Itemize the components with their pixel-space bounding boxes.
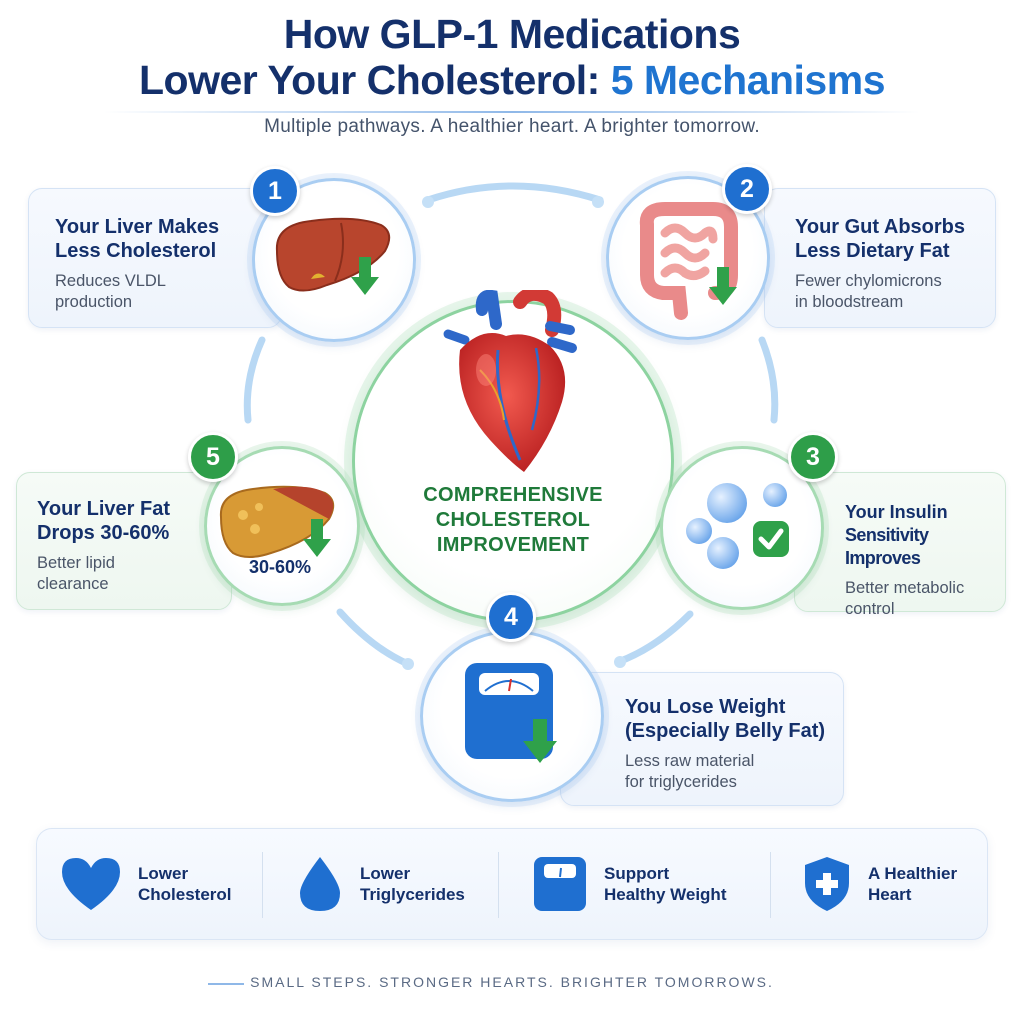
- benefit-1-line2: Cholesterol: [138, 885, 232, 904]
- mechanism-4-desc-line2: for triglycerides: [625, 773, 737, 791]
- page-title-line2: Lower Your Cholesterol: 5 Mechanisms: [0, 56, 1024, 104]
- center-line2: CHOLESTEROL: [435, 509, 591, 531]
- title-main: Lower Your Cholesterol:: [138, 57, 611, 103]
- scale-icon: [465, 663, 557, 763]
- mechanism-3-desc: Better metabolic control: [845, 578, 1005, 620]
- mechanism-5-title-line1: Your Liver Fat: [37, 498, 170, 520]
- mechanism-4-title-line1: You Lose Weight: [625, 696, 786, 718]
- fatty-liver-icon: [219, 485, 335, 558]
- benefit-4-line2: Heart: [868, 885, 912, 904]
- bar-divider: [262, 852, 263, 918]
- ring-connector: [243, 182, 779, 670]
- mechanism-4-desc: Less raw material for triglycerides: [625, 751, 843, 793]
- benefit-3-line1: Support: [604, 864, 670, 883]
- mechanism-2-desc-line2: in bloodstream: [795, 293, 904, 311]
- title-divider: [104, 111, 920, 113]
- footer-tagline: SMALL STEPS. STRONGER HEARTS. BRIGHTER T…: [250, 974, 774, 990]
- center-line3: IMPROVEMENT: [436, 534, 590, 556]
- benefit-2-line2: Triglycerides: [360, 885, 465, 904]
- mechanism-2-title-line1: Your Gut Absorbs: [795, 216, 965, 238]
- heart-illustration-icon: [443, 290, 577, 472]
- mechanism-4-badge: 4: [486, 592, 536, 642]
- title-accent: 5 Mechanisms: [610, 57, 886, 103]
- mechanism-3-desc-line2: control: [845, 600, 895, 618]
- mechanism-3-badge: 3: [788, 432, 838, 482]
- heart-icon: [62, 858, 120, 910]
- center-label: COMPREHENSIVE CHOLESTEROL IMPROVEMENT: [372, 483, 654, 558]
- mechanism-3-title-line1: Your Insulin: [845, 502, 948, 522]
- mechanism-2-badge: 2: [722, 164, 772, 214]
- mechanism-4-title-line2: (Especially Belly Fat): [625, 720, 826, 742]
- intestine-icon: [639, 202, 738, 320]
- center-line1: COMPREHENSIVE: [423, 484, 603, 506]
- mechanism-1-badge: 1: [250, 166, 300, 216]
- footer-line-left: [208, 983, 244, 985]
- page-title-line1: How GLP-1 Medications: [283, 11, 741, 57]
- mechanism-4-circle: [420, 630, 604, 802]
- mechanism-1-title-line2: Less Cholesterol: [55, 240, 217, 262]
- mechanism-2-title-line2: Less Dietary Fat: [795, 240, 950, 262]
- mechanism-4-desc-line1: Less raw material: [625, 752, 755, 770]
- mechanism-2-desc-line1: Fewer chylomicrons: [795, 272, 942, 290]
- page-subtitle: Multiple pathways. A healthier heart. A …: [264, 116, 760, 137]
- benefit-4-line1: A Healthier: [868, 864, 958, 883]
- shield-icon: [805, 857, 849, 911]
- cells-check-icon: [686, 483, 789, 569]
- mechanism-3-title-line2: Sensitivity Improves: [845, 525, 929, 568]
- mechanism-1-desc: Reduces VLDL production: [55, 271, 281, 313]
- liver-icon: [275, 217, 391, 295]
- mechanism-1-desc-line1: Reduces VLDL: [55, 272, 166, 290]
- mechanism-2-desc: Fewer chylomicrons in bloodstream: [795, 271, 995, 313]
- scale-icon: [534, 857, 586, 911]
- mechanism-2-card: Your Gut Absorbs Less Dietary Fat Fewer …: [764, 188, 996, 328]
- mechanism-3-card: Your Insulin Sensitivity Improves Better…: [794, 472, 1006, 618]
- mechanism-5-desc-line2: clearance: [37, 575, 109, 593]
- bar-divider: [770, 852, 771, 918]
- mechanism-5-badge: 5: [188, 432, 238, 482]
- mechanism-1-card: Your Liver Makes Less Cholesterol Reduce…: [28, 188, 282, 328]
- mechanism-5-circle: 30-60%: [204, 446, 360, 606]
- mechanism-5-title-line2: Drops 30-60%: [37, 522, 170, 544]
- mechanism-5-icon-label: 30-60%: [249, 557, 312, 577]
- mechanism-1-title-line1: Your Liver Makes: [55, 216, 220, 238]
- mechanism-1-desc-line2: production: [55, 293, 133, 311]
- mechanism-5-desc: Better lipid clearance: [37, 553, 231, 595]
- benefit-1-line1: Lower: [138, 864, 189, 883]
- mechanism-5-card: Your Liver Fat Drops 30-60% Better lipid…: [16, 472, 232, 610]
- mechanism-5-desc-line1: Better lipid: [37, 554, 115, 572]
- benefit-2-line1: Lower: [360, 864, 411, 883]
- mechanism-4-card: You Lose Weight (Especially Belly Fat) L…: [560, 672, 844, 806]
- mechanism-3-desc-line1: Better metabolic: [845, 579, 965, 597]
- bar-divider: [498, 852, 499, 918]
- drop-icon: [300, 857, 340, 911]
- benefit-3-line2: Healthy Weight: [604, 885, 727, 904]
